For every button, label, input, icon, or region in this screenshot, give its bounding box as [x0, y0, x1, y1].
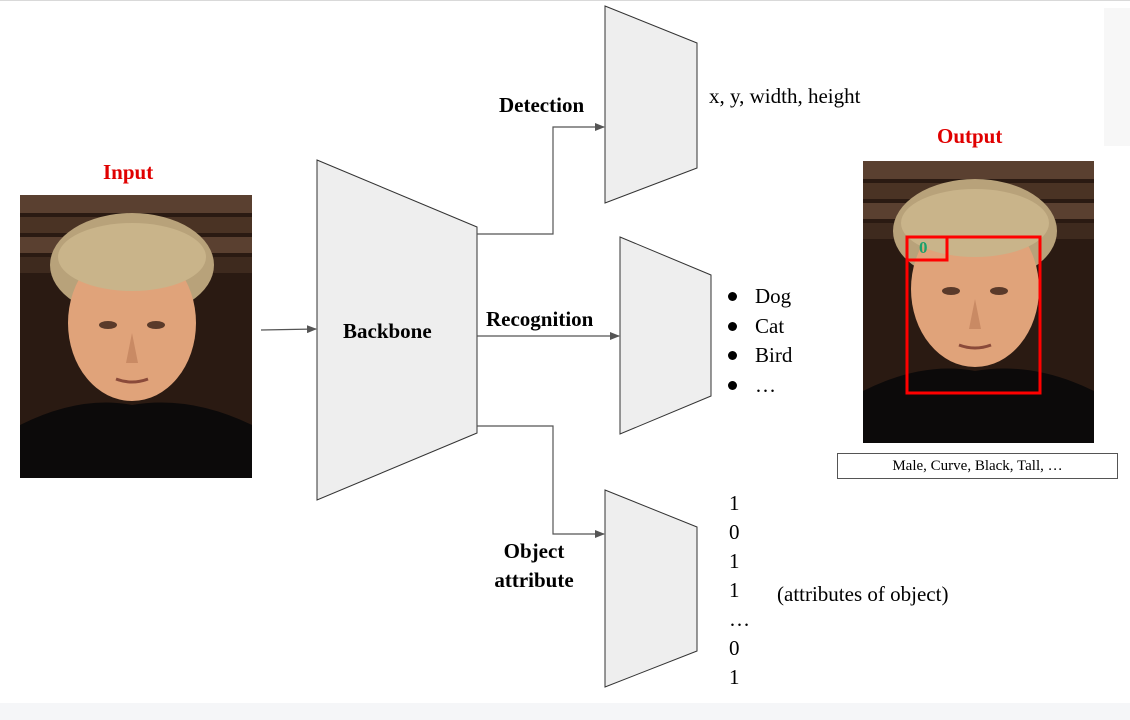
bullet-icon: [728, 351, 737, 361]
detection-arrow: [477, 123, 605, 235]
class-label: …: [755, 372, 776, 397]
bit-value: 1: [729, 491, 740, 515]
detection-label: Detection: [499, 93, 585, 117]
bit-value: …: [729, 607, 750, 631]
attribute-head-block: [604, 489, 698, 688]
recognition-label: Recognition: [486, 307, 594, 331]
attribute-arrow: [477, 425, 605, 538]
input-image: [20, 195, 252, 478]
object-attribute-label-line2: attribute: [494, 568, 574, 592]
top-border: [0, 0, 1130, 1]
bullet-icon: [728, 321, 737, 331]
backbone-label: Backbone: [343, 319, 432, 343]
output-caption: Male, Curve, Black, Tall, …: [837, 453, 1118, 479]
bullet-icon: [728, 292, 737, 302]
object-attribute-label: Object attribute: [486, 541, 582, 591]
recognition-head-block: [619, 236, 712, 435]
list-item: …: [728, 371, 792, 401]
attributes-note: (attributes of object): [777, 582, 949, 606]
bullet-icon: [728, 380, 737, 390]
bit-value: 1: [729, 578, 740, 602]
bit-value: 0: [729, 520, 740, 544]
detection-head-block: [604, 5, 698, 204]
recognition-class-list: Dog Cat Bird …: [728, 282, 792, 400]
side-panel: [1104, 8, 1130, 146]
list-item: Cat: [728, 312, 792, 342]
class-label: Cat: [755, 313, 785, 338]
bounding-box: [905, 235, 1042, 395]
attribute-bit-vector: 1 0 1 1 … 0 1: [729, 489, 750, 692]
class-label: Bird: [755, 343, 793, 368]
class-label: Dog: [755, 284, 792, 309]
list-item: Bird: [728, 341, 792, 371]
object-attribute-label-line1: Object: [503, 539, 565, 563]
bounding-box-tag: [905, 235, 949, 262]
backbone-block: [316, 159, 478, 501]
detection-output-text: x, y, width, height: [709, 84, 861, 108]
input-label: Input: [103, 160, 154, 184]
input-arrow: [260, 325, 317, 334]
bit-value: 1: [729, 549, 740, 573]
output-label: Output: [937, 124, 1003, 148]
list-item: Dog: [728, 282, 792, 312]
bottom-strip: [0, 703, 1130, 720]
bounding-box-tag-label: 0: [919, 238, 928, 257]
bit-value: 0: [729, 636, 740, 660]
output-image: 0: [863, 161, 1094, 443]
bit-value: 1: [729, 665, 740, 689]
